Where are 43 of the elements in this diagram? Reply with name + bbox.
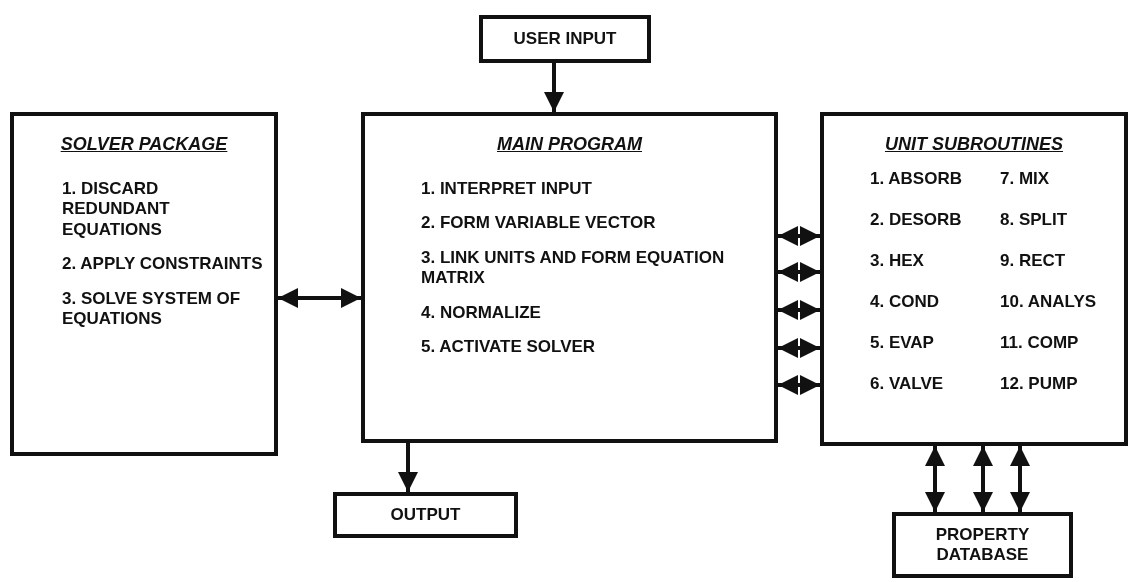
list-item: 1. DISCARD REDUNDANT EQUATIONS (62, 179, 171, 241)
list-item: 3. HEX (870, 251, 925, 271)
list-item: 10. ANALYS (1000, 292, 1098, 312)
list-item: 9. RECT (1000, 251, 1067, 271)
module-box (361, 112, 778, 443)
list-item: 2. FORM VARIABLE VECTOR (421, 213, 657, 234)
list-item: 3. SOLVE SYSTEM OF EQUATIONS (62, 288, 242, 330)
arrow (778, 262, 820, 282)
box-heading: SOLVER PACKAGE (59, 134, 229, 155)
process-box (333, 492, 518, 538)
box-label: OUTPUT (390, 504, 461, 526)
arrow (778, 226, 820, 246)
list-item: 7. MIX (1000, 169, 1051, 189)
arrow (973, 446, 993, 512)
list-item: 11. COMP (1000, 333, 1080, 353)
list-item: 8. SPLIT (1000, 210, 1069, 230)
box-heading: MAIN PROGRAM (496, 134, 644, 155)
list-item: 1. INTERPRET INPUT (421, 179, 593, 200)
list-item: 12. PUMP (1000, 374, 1079, 394)
arrow (778, 300, 820, 320)
box-label: PROPERTY DATABASE (934, 524, 1031, 566)
process-box (479, 15, 651, 63)
arrow (778, 338, 820, 358)
list-item: 5. ACTIVATE SOLVER (421, 336, 597, 358)
list-item: 4. COND (870, 292, 940, 312)
box-label: USER INPUT (513, 28, 617, 50)
list-item: 5. EVAP (870, 333, 935, 353)
list-item: 2. DESORB (870, 210, 963, 230)
module-box (820, 112, 1128, 446)
list-item: 1. ABSORB (870, 169, 963, 189)
module-box (10, 112, 278, 456)
arrow (398, 443, 418, 492)
arrow (278, 288, 361, 308)
box-heading: UNIT SUBROUTINES (884, 134, 1064, 155)
arrow (778, 375, 820, 395)
process-box (892, 512, 1073, 578)
arrow (1010, 446, 1030, 512)
list-item: 6. VALVE (870, 374, 945, 394)
list-item: 2. APPLY CONSTRAINTS (62, 254, 264, 275)
arrow (925, 446, 945, 512)
arrow (544, 63, 564, 112)
list-item: 3. LINK UNITS AND FORM EQUATION MATRIX (421, 247, 726, 289)
list-item: 4. NORMALIZE (421, 302, 542, 323)
